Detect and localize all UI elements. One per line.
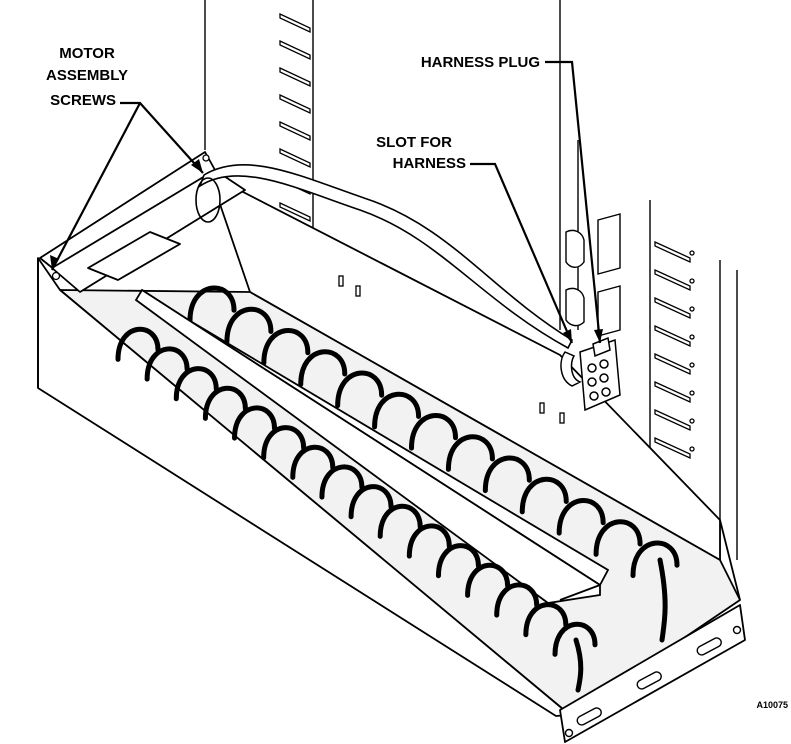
back-wall-holes — [338, 275, 565, 424]
motor-screws-label-line1: MOTOR — [59, 45, 115, 62]
spiral-turn-front — [523, 602, 569, 638]
spiral-turn-front — [494, 582, 540, 618]
upright-slot — [279, 66, 311, 88]
harness-plug-label: HARNESS PLUG — [421, 54, 540, 71]
side-slot-hole — [689, 362, 695, 368]
side-slot-hole — [689, 334, 695, 340]
slot-for-harness-label-line1: SLOT FOR — [376, 134, 452, 151]
upright-slot — [279, 201, 311, 223]
spiral-turn-front — [290, 444, 336, 480]
side-slot — [654, 380, 691, 404]
side-slot-hole — [689, 446, 695, 452]
spiral-turn — [482, 455, 532, 494]
side-slot — [654, 296, 691, 320]
side-slot — [654, 352, 691, 376]
harness-connector — [560, 336, 621, 412]
spiral-turn — [298, 349, 348, 387]
side-slot-hole — [689, 390, 695, 396]
spiral-turn-front — [319, 464, 365, 500]
spiral-turn-front — [348, 484, 394, 520]
spiral-turn — [187, 285, 237, 324]
upright-slot — [279, 12, 311, 34]
slot-for-harness-label-line2: HARNESS — [393, 155, 466, 172]
spiral-turn-front — [202, 385, 248, 421]
product-spiral-coil — [187, 285, 680, 643]
side-slot-hole — [689, 306, 695, 312]
spiral-turn — [335, 370, 385, 409]
spiral-turn-front — [232, 405, 278, 441]
upright-slot — [279, 120, 311, 142]
upright-slot — [279, 39, 311, 61]
center-divider-panel — [134, 288, 610, 604]
spiral-turn-front — [144, 346, 190, 382]
spiral-turn-front — [552, 621, 598, 657]
spiral-turn — [372, 391, 422, 430]
spiral-turn — [556, 497, 606, 536]
spiral-turn — [593, 519, 643, 557]
motor-screws-label-line3: SCREWS — [50, 92, 116, 109]
panel-cutouts — [565, 213, 621, 337]
spiral-turn — [445, 434, 495, 472]
side-slot — [654, 436, 691, 460]
harness-cable — [195, 163, 574, 350]
screw-head-icon — [202, 154, 210, 162]
side-slot-hole — [689, 418, 695, 424]
spiral-turn-front — [377, 503, 423, 539]
leader-lines — [51, 60, 602, 344]
spiral-turn — [409, 412, 458, 451]
screw-head-icon — [51, 271, 61, 281]
side-slot — [654, 268, 691, 292]
spiral-turn-front — [465, 562, 511, 598]
product-spiral-coil-front — [115, 326, 598, 693]
spiral-turn-front — [406, 523, 452, 559]
spiral-turn-front — [261, 425, 307, 461]
spiral-turn — [630, 540, 680, 579]
spiral-turn — [224, 306, 274, 345]
side-slot — [654, 408, 691, 432]
side-slot-column — [654, 240, 695, 460]
motor-screws-label-line2: ASSEMBLY — [46, 67, 128, 84]
spiral-end-front — [573, 637, 584, 693]
spiral-turn-front — [435, 543, 481, 579]
upright-slot — [279, 147, 311, 169]
side-slot — [654, 240, 691, 264]
spiral-end — [657, 557, 668, 643]
side-slot — [654, 324, 691, 348]
rail-slots — [564, 625, 742, 738]
spiral-turn-front — [173, 366, 219, 402]
figure-id: A10075 — [756, 700, 788, 710]
cabinet-background — [204, 0, 738, 560]
side-slot-hole — [689, 250, 695, 256]
spiral-turn — [519, 476, 569, 515]
spiral-turn — [261, 327, 311, 366]
upright-slot — [279, 93, 311, 115]
upright-slot-column — [279, 12, 311, 223]
spiral-turn-front — [115, 326, 161, 362]
side-slot-hole — [689, 278, 695, 284]
leader-arrowheads — [50, 159, 603, 343]
